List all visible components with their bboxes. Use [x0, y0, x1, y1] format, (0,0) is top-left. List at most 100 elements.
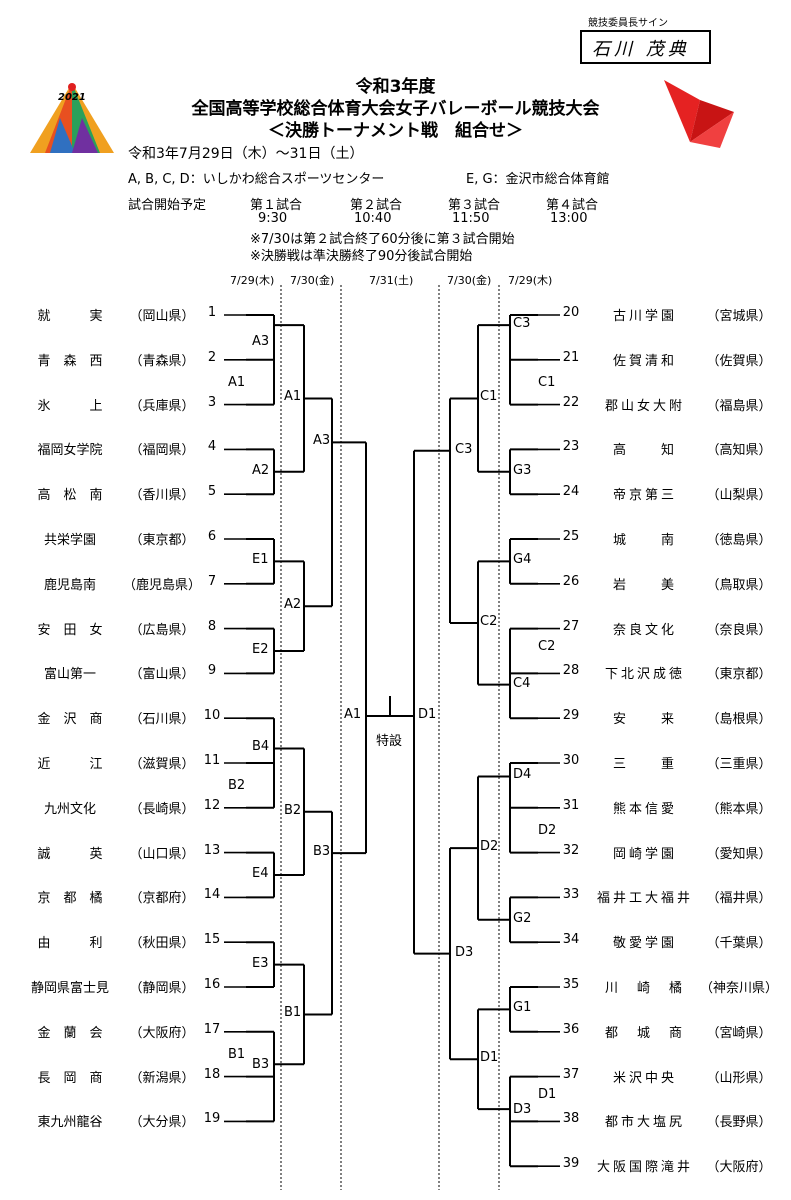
match-label: D1	[538, 1087, 557, 1102]
match-label: D2	[480, 839, 499, 855]
team-prefecture: （高知県）	[706, 443, 772, 459]
team-number: 23	[562, 439, 580, 455]
team-prefecture: （滋賀県）	[129, 757, 195, 772]
match-label: A3	[313, 433, 331, 449]
match-label: A1	[228, 375, 246, 391]
team-number: 29	[562, 708, 580, 724]
team-number: 20	[562, 305, 580, 320]
team-prefecture: （大阪府）	[706, 1160, 772, 1176]
venue-eg: E, G：金沢市総合体育館	[466, 172, 610, 187]
team-prefecture: （宮崎県）	[706, 1025, 772, 1041]
col-date-2: 7/30(金)	[290, 274, 335, 287]
team-name: 九州文化	[43, 801, 96, 817]
team-name: 氷 上	[37, 398, 103, 414]
match-label: E1	[252, 552, 269, 568]
team-name: 金 沢 商	[37, 712, 103, 728]
team-prefecture: （島根県）	[706, 712, 772, 728]
team-name: 高 知	[612, 443, 677, 459]
team-prefecture: （愛知県）	[706, 846, 772, 862]
team-number: 22	[562, 394, 580, 410]
team-name: 就 実	[37, 309, 103, 324]
match-label: B2	[284, 802, 302, 818]
match-label: B1	[284, 1005, 302, 1021]
team-name: 京 都 橘	[37, 891, 103, 907]
match-label: D3	[455, 944, 474, 960]
team-name: 青 森 西	[37, 353, 103, 369]
match-label: G2	[513, 910, 532, 926]
note-1: ※7/30は第２試合終了60分後に第３試合開始	[250, 232, 515, 247]
team-prefecture: （長崎県）	[129, 801, 195, 817]
match-label: A1	[344, 707, 362, 722]
team-name: 下北沢成徳	[604, 667, 685, 683]
team-name: 帝京第三	[612, 488, 677, 504]
match-time-1: 9:30	[258, 211, 288, 226]
team-name: 都 城 商	[604, 1025, 685, 1041]
team-number: 11	[203, 753, 221, 768]
match-label: A3	[252, 334, 270, 350]
col-date-5: 7/29(木)	[508, 274, 553, 287]
team-prefecture: （徳島県）	[706, 533, 772, 548]
team-prefecture: （静岡県）	[129, 981, 195, 996]
team-number: 25	[562, 529, 580, 544]
match-label: B2	[228, 778, 246, 794]
team-prefecture: （福岡県）	[129, 443, 195, 459]
team-prefecture: （熊本県）	[706, 801, 772, 817]
team-number: 27	[562, 618, 580, 634]
team-number: 17	[203, 1021, 221, 1037]
match-label: C3	[513, 316, 531, 332]
team-name: 鹿児島南	[43, 577, 96, 593]
match-time-3: 11:50	[452, 211, 490, 226]
team-number: 10	[203, 708, 221, 724]
match-label: C3	[455, 441, 473, 457]
match-label: B3	[252, 1057, 270, 1073]
match-name-2: 第２試合	[350, 198, 403, 213]
team-name: 古川学園	[612, 309, 677, 324]
team-prefecture: （新潟県）	[129, 1070, 195, 1086]
match-label: C1	[480, 389, 498, 405]
team-name: 城 南	[612, 533, 677, 548]
venue-abcd: A, B, C, D：いしかわ総合スポーツセンター	[128, 172, 385, 187]
team-prefecture: （山口県）	[129, 846, 195, 862]
team-name: 都市大塩尻	[604, 1115, 685, 1131]
team-prefecture: （福井県）	[706, 891, 772, 907]
team-prefecture: （兵庫県）	[129, 398, 195, 414]
team-name: 東九州龍谷	[37, 1115, 103, 1131]
team-prefecture: （宮城県）	[706, 309, 772, 324]
team-name: 奈良文化	[612, 622, 677, 638]
match-label: B1	[228, 1047, 246, 1063]
match-label: A2	[284, 597, 302, 613]
team-number: 12	[203, 797, 221, 813]
team-number: 32	[562, 842, 580, 858]
team-prefecture: （山梨県）	[706, 488, 772, 504]
match-label: G3	[513, 462, 532, 478]
team-prefecture: （佐賀県）	[706, 353, 772, 369]
match-label: G1	[513, 1000, 532, 1016]
team-name: 金 蘭 会	[37, 1025, 103, 1041]
team-prefecture: （香川県）	[129, 488, 195, 504]
col-date-1: 7/29(木)	[230, 274, 275, 287]
title-line2: 全国高等学校総合体育大会女子バレーボール競技大会	[191, 99, 600, 119]
signature-box: 石川 茂典	[580, 30, 711, 64]
team-number: 9	[207, 663, 217, 679]
team-number: 38	[562, 1111, 580, 1127]
match-label: B4	[252, 739, 270, 755]
match-label: C1	[538, 375, 556, 391]
match-name-3: 第３試合	[448, 198, 501, 213]
team-name: 岡崎学園	[612, 846, 677, 862]
team-name: 高 松 南	[37, 488, 103, 504]
match-label: D4	[513, 767, 532, 783]
team-name: 岩 美	[612, 577, 677, 593]
team-name: 福岡女学院	[37, 443, 103, 459]
col-date-3: 7/31(土)	[369, 274, 414, 287]
match-label: C2	[480, 614, 498, 629]
team-prefecture: （大阪府）	[129, 1025, 195, 1041]
title-line3: ＜決勝トーナメント戦 組合せ＞	[268, 121, 523, 141]
team-number: 16	[203, 977, 221, 992]
team-prefecture: （鹿児島県）	[122, 577, 201, 593]
team-name: 熊本信愛	[612, 801, 677, 817]
team-number: 8	[207, 618, 217, 634]
team-number: 33	[562, 887, 580, 903]
match-label: C2	[538, 639, 556, 654]
match-time-4: 13:00	[550, 211, 588, 226]
